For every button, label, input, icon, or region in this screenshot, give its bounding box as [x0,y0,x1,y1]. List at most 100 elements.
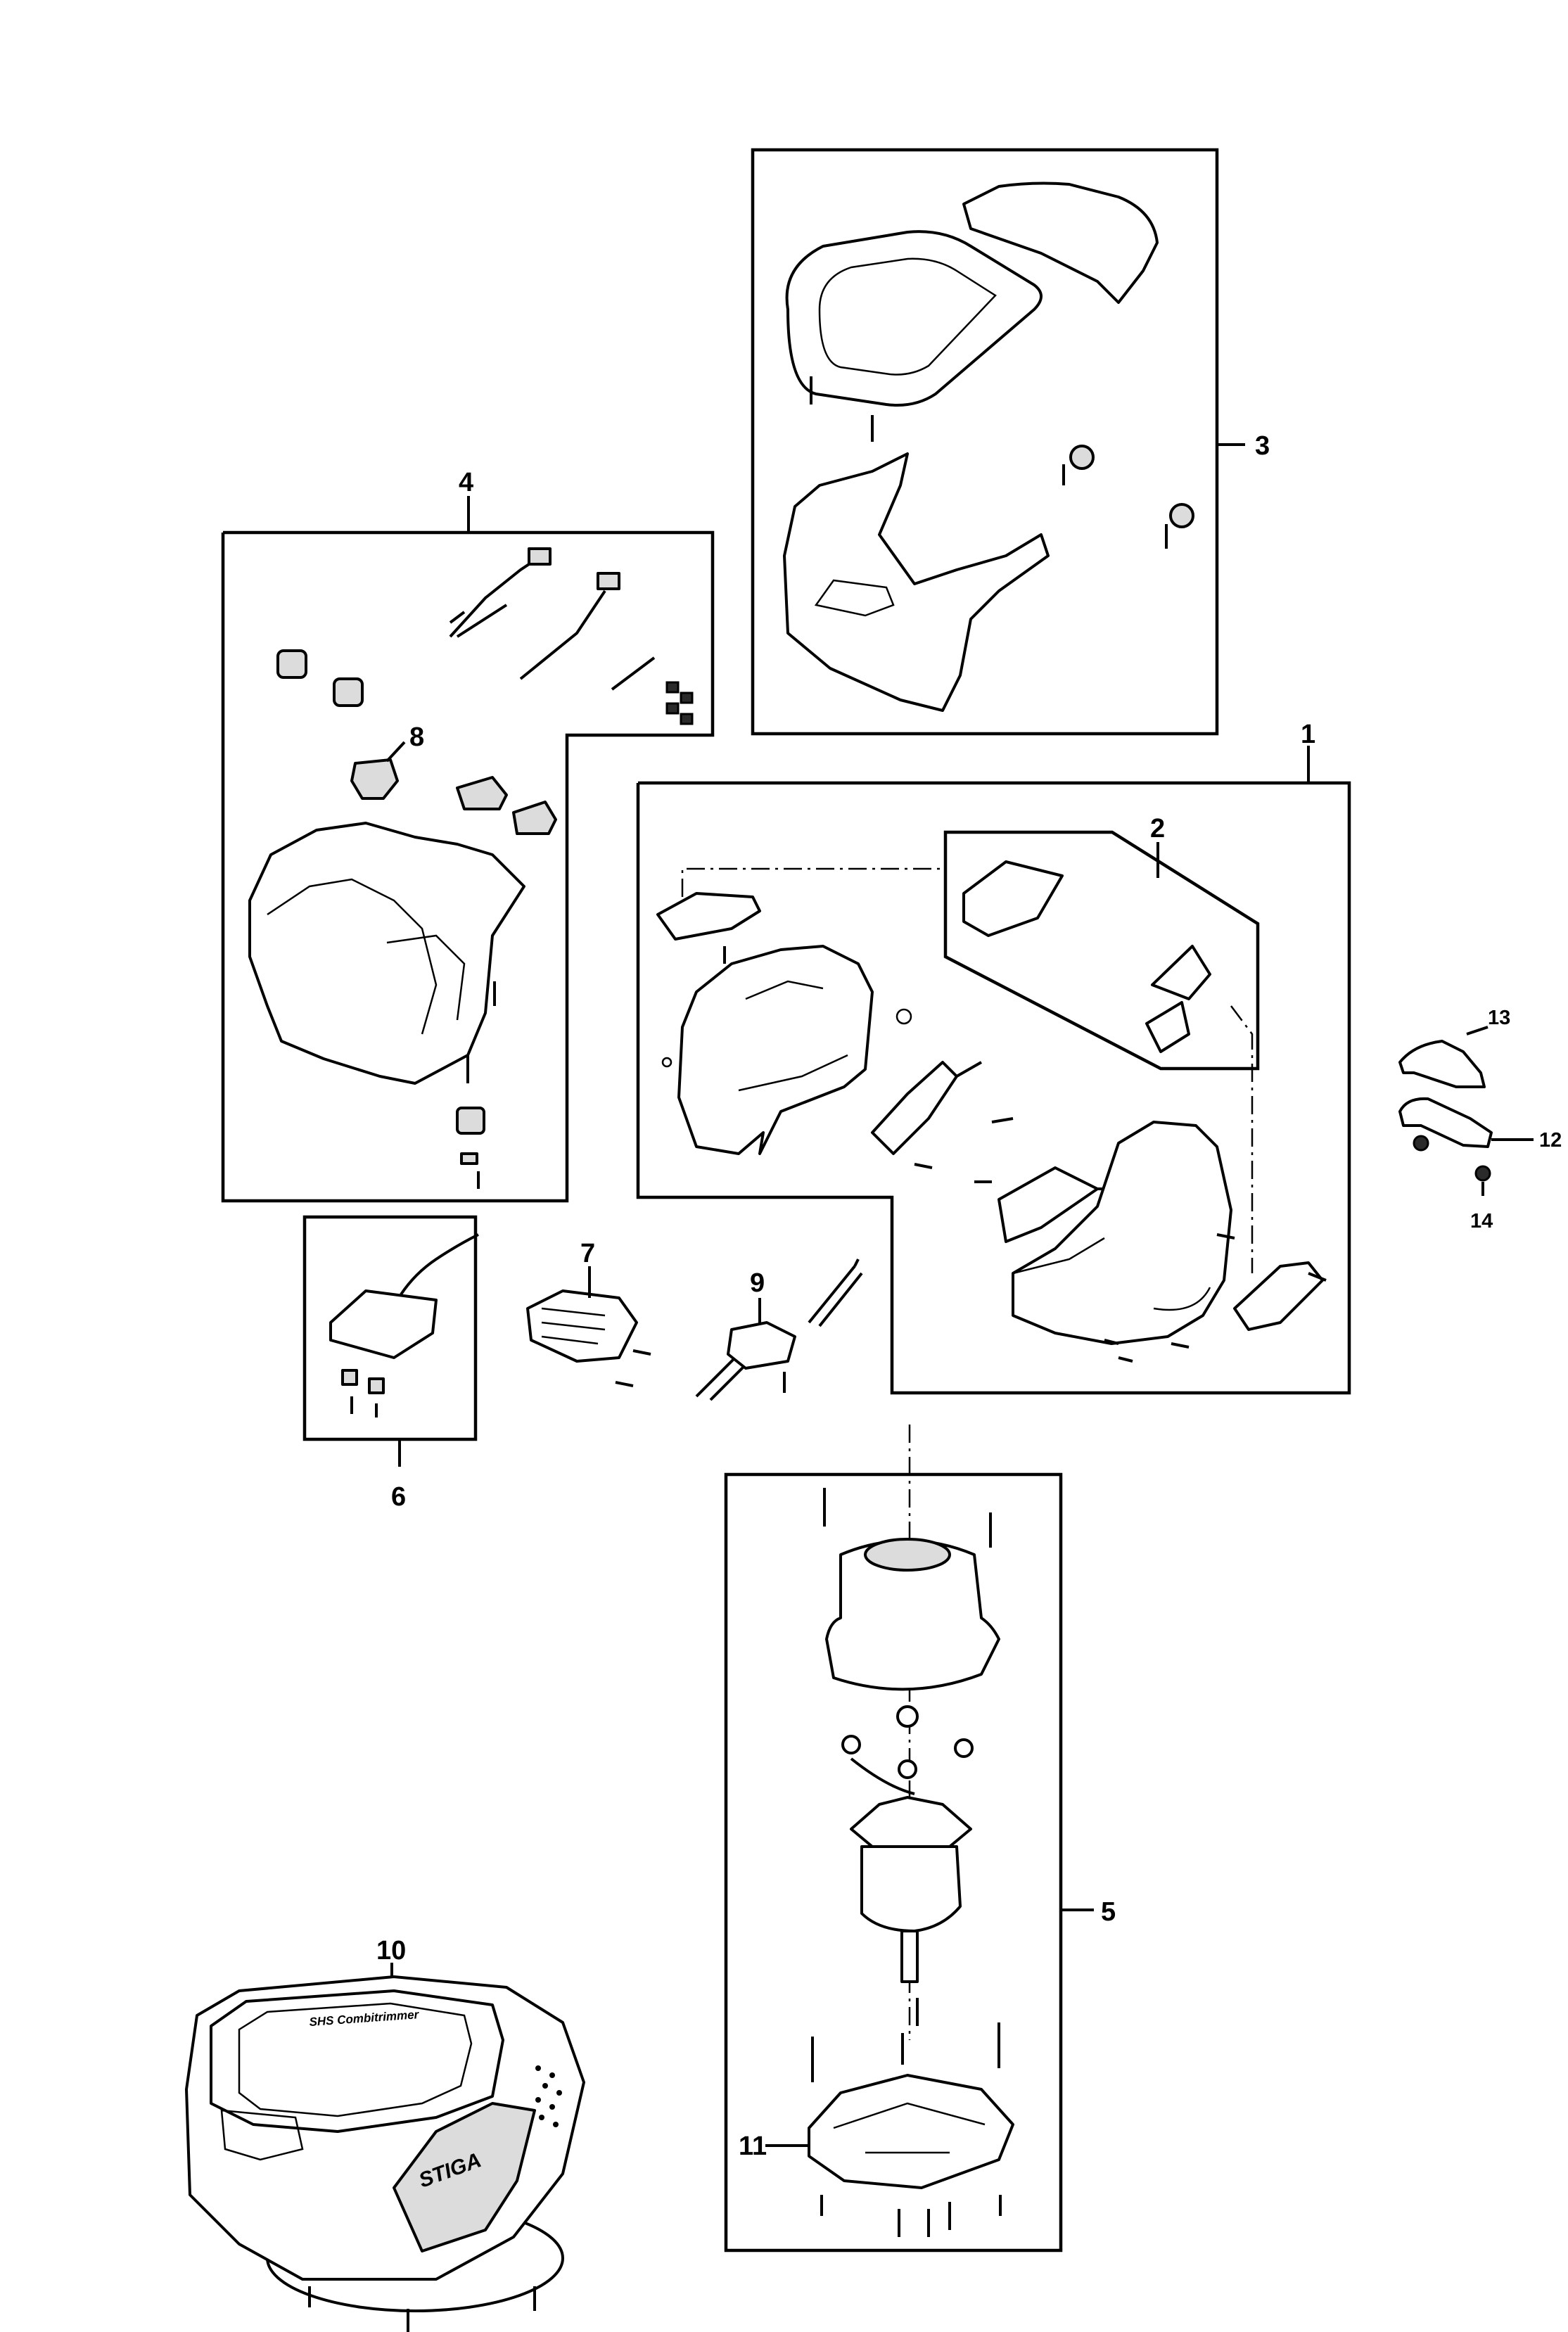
wire-harness [611,656,656,691]
bracket-part [456,776,508,810]
screw-icon [632,1349,651,1356]
callout-10: 10 [376,1936,406,1965]
lower-shell-handle [814,579,895,617]
wire-harness [449,604,508,638]
pad-part [1151,945,1211,1000]
group-3-top-cover-assembly: 3 [751,148,1270,736]
connector-icon [597,572,620,590]
group-1-motor-housing-assembly: 1 2 [636,720,1351,1395]
screw-icon [1118,1356,1133,1363]
callout-6: 6 [391,1482,406,1512]
base-plate-part [808,2074,1014,2189]
small-clip-icon [368,1377,385,1394]
connector-icon [528,547,552,566]
washer-icon [896,1705,919,1728]
screw-icon [1171,1342,1190,1349]
wire-harness [449,554,543,638]
screw-icon [1216,1233,1235,1240]
chassis-detail [267,878,438,1035]
housing-detail [1012,1237,1105,1275]
switch-part [456,1107,485,1135]
unit-top-panel [210,1989,504,2133]
group-5-frame [724,1472,1063,2253]
assembly-guide-line [1230,1005,1254,1273]
battery-cable [400,1233,479,1296]
group-6-battery-assembly: 6 [302,1215,479,1512]
screw-icon [1308,1272,1327,1282]
callout-9: 9 [750,1268,765,1298]
parts-12-13-14: 13 12 14 [1398,1007,1562,1232]
chassis-body-part [248,822,525,1085]
callout-12: 12 [1539,1129,1562,1152]
screw-icon [1413,1135,1429,1152]
callout-4: 4 [459,468,473,497]
switch-cap-icon [333,677,364,707]
screw-icon [914,1163,933,1169]
part-12-base [1398,1097,1493,1148]
pad-part [1145,1001,1190,1053]
group-2-frame [943,830,1260,1071]
housing-detail [745,980,824,1000]
screw-icon [1474,1165,1491,1182]
wire-harness [695,1353,747,1401]
chassis-grill [386,934,466,1021]
motor-cap-top [864,1538,951,1572]
small-clip-icon [341,1369,358,1386]
callout-2: 2 [1150,814,1165,843]
top-cover-front-lid [962,181,1159,304]
callout-5: 5 [1101,1897,1116,1927]
plug-icon [895,1008,912,1025]
callout-8: 8 [409,722,424,752]
housing-detail [1153,1287,1211,1311]
screw-icon [956,1061,982,1078]
pad-part [962,860,1064,937]
callout-1: 1 [1301,720,1315,749]
washer-icon [898,1759,917,1779]
plug-icon [661,1057,673,1068]
leader-line-13 [1466,1026,1489,1036]
leader-line-8 [385,741,406,763]
motor-fan-part [850,1796,972,1848]
callout-7: 7 [580,1239,595,1268]
top-cover-upper-part [785,230,1043,407]
wire-harness [808,1259,863,1327]
small-clip-icon [680,713,694,725]
holder-part [871,1061,958,1155]
washer-icon [841,1735,861,1754]
part-7-control-board: 7 [526,1239,651,1387]
part-13-cap [1398,1040,1486,1088]
switch-cap-icon [276,649,307,679]
base-plate-detail [833,2102,986,2154]
screw-icon [991,1117,1014,1123]
bracket-part [512,801,557,835]
callout-14: 14 [1470,1210,1493,1232]
callout-13: 13 [1488,1007,1510,1029]
callout-3: 3 [1255,431,1270,461]
part-7-board [526,1289,638,1363]
screw-icon [615,1381,634,1387]
washer-icon [954,1738,974,1758]
left-housing-half [677,945,874,1155]
small-clip-icon [460,1152,478,1165]
group-1-frame [636,781,1351,1395]
part-9-block [727,1321,796,1370]
board-fins [541,1307,606,1345]
screw-icon [1104,1339,1119,1345]
motor-body-part [860,1845,962,1932]
part-8-knob [350,758,399,800]
top-cover-inset-panel [818,257,997,376]
group-6-frame [302,1215,478,1441]
wire-harness [519,590,606,680]
small-clip-icon [665,702,680,715]
unit-handle-recess [220,2109,304,2161]
part-9-connector-block: 9 [695,1259,863,1401]
holder-part [997,1166,1099,1243]
vent-grill-part [656,892,761,941]
part-10-complete-unit: 10 STIGA SHS Combitrimmer [185,1936,585,2332]
small-clip-icon [665,681,680,694]
clip-icon [1069,445,1095,470]
lower-shell-part [783,452,1050,712]
vent-dots [535,2065,562,2127]
motor-shaft-part [900,1930,919,1983]
